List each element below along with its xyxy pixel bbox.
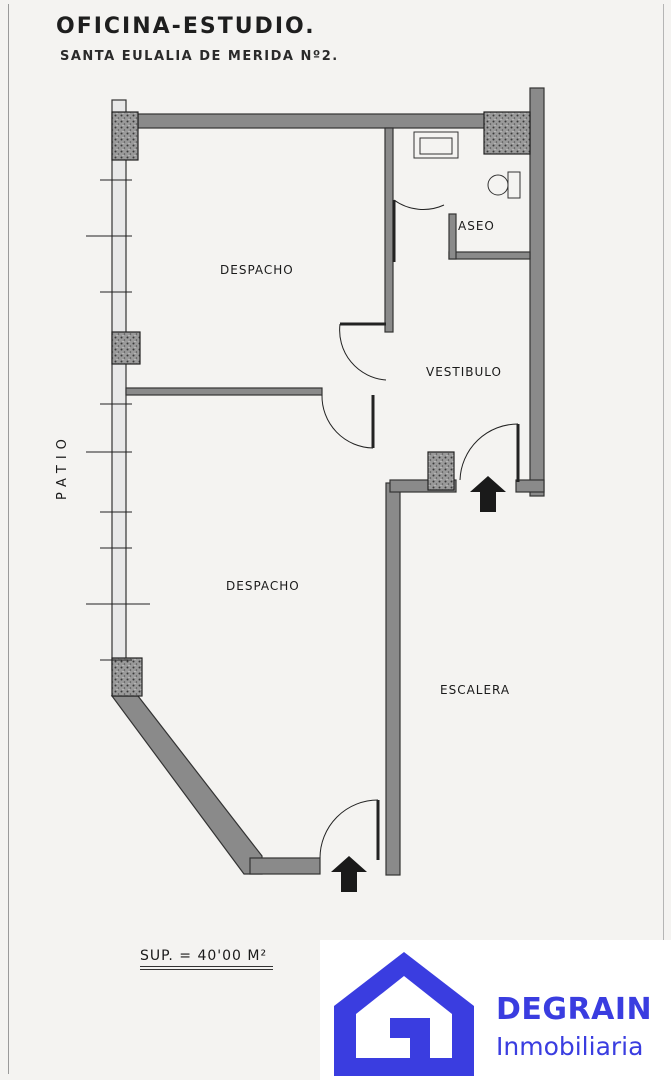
room-escalera: ESCALERA (440, 683, 510, 697)
room-vestibulo: VESTIBULO (426, 365, 502, 379)
plan-title: OFICINA-ESTUDIO. (56, 14, 316, 39)
column-mid-left (111, 331, 141, 365)
surface-area: SUP. = 40'00 M² (140, 948, 274, 970)
walls (110, 87, 545, 876)
sink-icon (413, 131, 459, 159)
column-bottom-left (111, 657, 143, 697)
fixtures (413, 131, 521, 199)
plan-subtitle: SANTA EULALIA DE MERIDA Nº2. (60, 49, 339, 64)
wall-vestibulo-bottom-right (515, 479, 545, 493)
wall-bottom (249, 857, 321, 875)
wall-between-despachos (125, 387, 323, 396)
room-aseo: ASEO (458, 219, 495, 233)
room-despacho-top: DESPACHO (220, 263, 294, 277)
patio-label: PATIO (55, 433, 70, 500)
brand-tagline: Inmobiliaria (496, 1032, 644, 1061)
drawing-sheet (8, 4, 664, 1074)
wall-left (111, 99, 127, 671)
column-top-right (483, 111, 531, 155)
entry-arrow-icon (470, 476, 506, 512)
brand-block: DEGRAIN Inmobiliaria (320, 940, 671, 1080)
wall-aseo (448, 251, 531, 260)
column-vestibulo (427, 451, 455, 491)
wall-diagonal (110, 695, 263, 875)
columns (111, 111, 531, 697)
wall-top (137, 113, 531, 129)
room-despacho-bottom: DESPACHO (226, 579, 300, 593)
column-top-left (111, 111, 139, 161)
wall-right (529, 87, 545, 497)
wall-stair-divider (385, 482, 401, 876)
window-ticks (86, 179, 150, 661)
house-logo-icon (334, 952, 474, 1076)
entry-arrows (331, 476, 506, 892)
wall-aseo-vertical (448, 213, 457, 260)
doors (319, 199, 520, 860)
brand-name: DEGRAIN (496, 992, 653, 1027)
toilet-icon (487, 174, 509, 196)
wall-partition-despacho-vestibulo (384, 127, 394, 333)
entry-arrow-icon (331, 856, 367, 892)
